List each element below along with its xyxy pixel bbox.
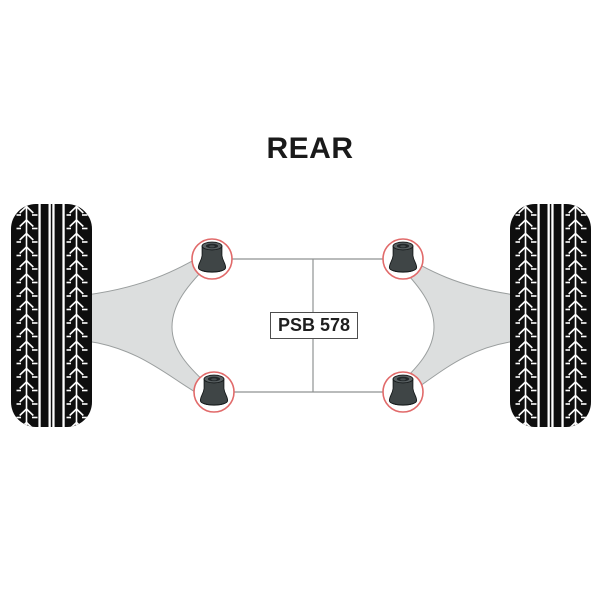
bushing-bottom-right [388,374,418,407]
part-number-text: PSB 578 [277,315,351,335]
page-title: REAR [266,132,354,165]
bushing-top-right [388,241,418,274]
left-trailing-arm [85,252,216,400]
part-number-label: PSB 578 [270,312,358,339]
right-tire [510,204,591,427]
bushing-bottom-left [199,374,229,407]
right-trailing-arm [391,252,517,400]
left-tire [11,204,92,427]
bushing-top-left [197,241,227,274]
